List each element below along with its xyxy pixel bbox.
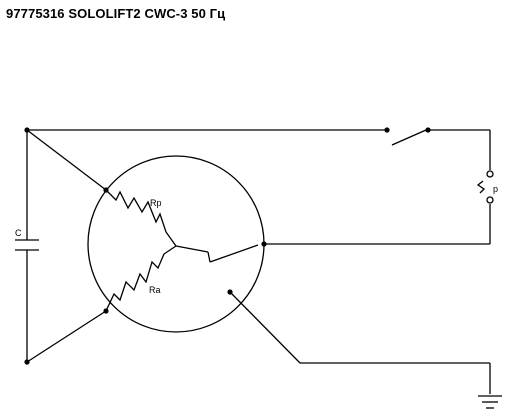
thermal-switch-stub bbox=[207, 251, 211, 263]
junction-dot-run-terminal bbox=[103, 187, 109, 193]
pressure-switch-contact-top bbox=[486, 170, 494, 178]
ground-lead-diagonal bbox=[229, 291, 301, 364]
supply-line: p bbox=[27, 129, 498, 245]
lead-to-start-winding bbox=[26, 310, 107, 363]
lead-to-run-winding bbox=[26, 129, 107, 191]
pressure-switch-symbol bbox=[476, 180, 486, 194]
ground bbox=[229, 291, 502, 409]
start-winding: Ra bbox=[105, 245, 177, 312]
run-winding: Rp bbox=[105, 189, 177, 247]
junction-lead bbox=[175, 245, 209, 253]
main-switch-blade bbox=[391, 129, 427, 146]
pressure-switch-contact-bottom bbox=[486, 196, 494, 204]
motor-housing bbox=[87, 155, 265, 333]
run-winding-resistor bbox=[105, 189, 177, 247]
thermal-switch bbox=[175, 244, 259, 263]
junction-dot-top-left bbox=[24, 127, 30, 133]
start-winding-resistor bbox=[105, 245, 177, 312]
junction-dot-bottom-left bbox=[24, 359, 30, 365]
junction-dot-switch-right bbox=[425, 127, 431, 133]
junction-dot-switch-left bbox=[384, 127, 390, 133]
start-winding-label: Ra bbox=[149, 285, 161, 295]
thermal-switch-blade bbox=[209, 244, 259, 263]
page-title: 97775316 SOLOLIFT2 CWC-3 50 Гц bbox=[6, 6, 226, 21]
run-winding-label: Rp bbox=[150, 198, 162, 208]
capacitor: C bbox=[15, 130, 39, 362]
capacitor-label: C bbox=[15, 228, 22, 238]
junction-dot-ground-terminal bbox=[227, 289, 233, 295]
pressure-switch-label: p bbox=[493, 184, 498, 194]
junction-dot-start-terminal bbox=[103, 308, 109, 314]
junction-dot-motor-terminal bbox=[261, 241, 267, 247]
